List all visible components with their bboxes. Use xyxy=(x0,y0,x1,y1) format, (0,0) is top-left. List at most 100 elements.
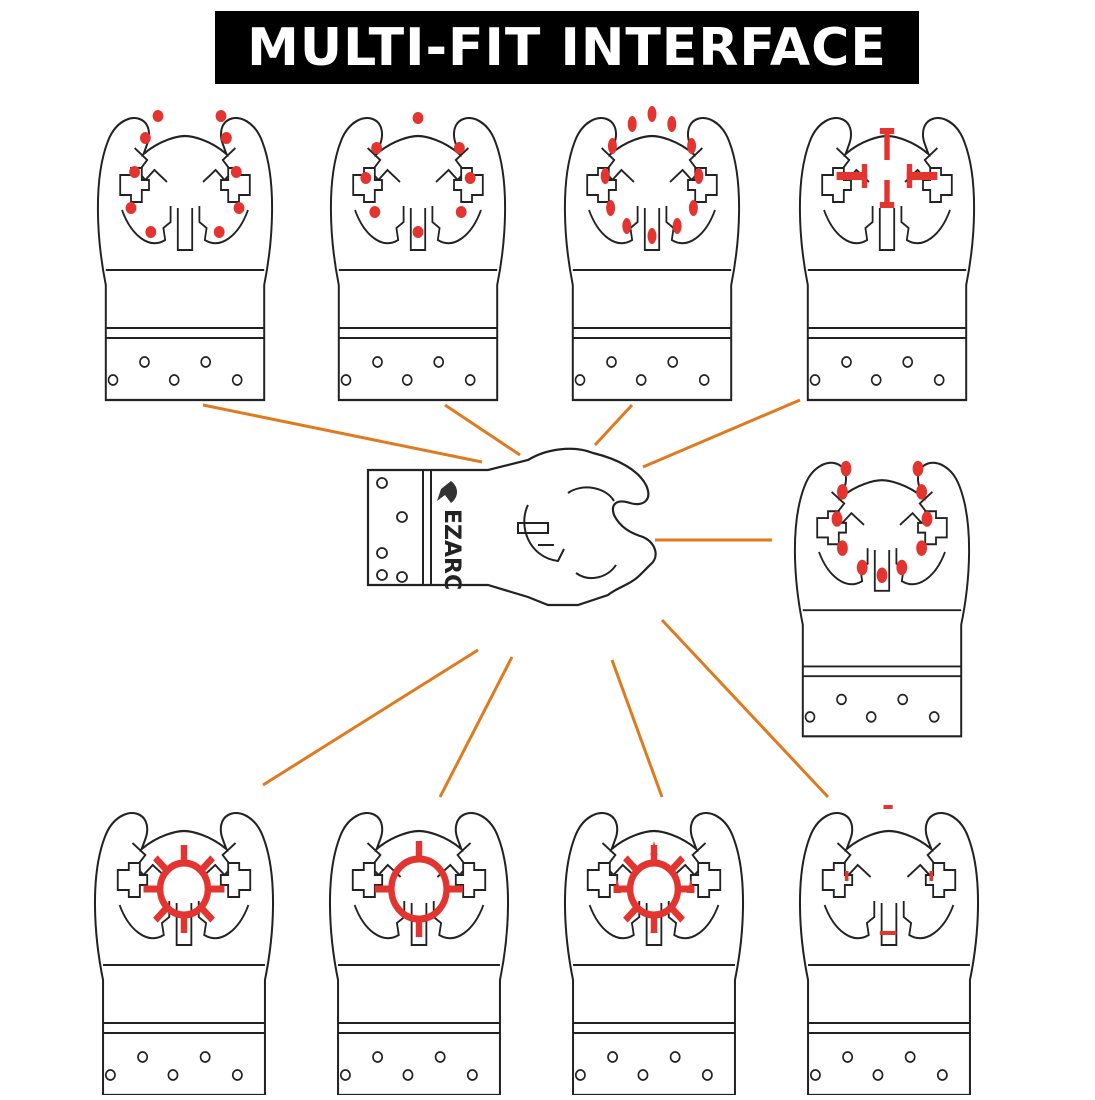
contact-dot xyxy=(140,132,151,144)
title-banner: MULTI-FIT INTERFACE xyxy=(215,11,919,84)
brand-logo-icon xyxy=(437,481,457,503)
mount-pattern xyxy=(844,805,934,935)
contact-bar xyxy=(844,871,849,881)
contact-dot xyxy=(687,138,697,154)
contact-bar xyxy=(884,128,890,160)
blade-right xyxy=(793,460,971,738)
connector-line xyxy=(660,618,830,799)
contact-dot xyxy=(464,172,476,184)
contact-dot xyxy=(454,142,465,154)
blade-top-1 xyxy=(96,110,274,402)
contact-dot xyxy=(412,112,424,124)
contact-dot xyxy=(837,484,848,500)
blade-bottom-1 xyxy=(93,811,275,1097)
blade-bottom-4 xyxy=(798,805,980,1097)
contact-dot xyxy=(125,202,137,214)
drive-spoke xyxy=(153,855,170,874)
mount-hole xyxy=(396,571,408,583)
mount-pattern xyxy=(374,841,464,937)
contact-dot xyxy=(606,200,616,216)
page-title: MULTI-FIT INTERFACE xyxy=(247,17,887,78)
brand-logo: EZARC xyxy=(437,481,464,590)
contact-dot xyxy=(672,218,682,234)
blade-outline xyxy=(563,116,741,402)
mount-hole xyxy=(376,569,388,581)
blade-outline xyxy=(793,461,971,738)
contact-dot xyxy=(152,110,164,122)
blade-top-2 xyxy=(329,112,507,402)
drive-spike xyxy=(687,879,695,893)
contact-dot xyxy=(876,567,888,584)
contact-dot xyxy=(921,511,933,527)
drive-spoke xyxy=(153,904,170,923)
drive-spoke xyxy=(623,855,640,874)
contact-dot xyxy=(233,202,245,214)
mount-pattern xyxy=(125,110,245,238)
blade-outline xyxy=(96,116,274,402)
contact-dot xyxy=(667,116,677,132)
contact-bar xyxy=(906,172,938,180)
blade-bottom-2 xyxy=(328,811,510,1097)
contact-dot xyxy=(627,116,637,132)
contact-dot xyxy=(837,540,848,556)
blade-outline xyxy=(798,116,976,402)
drive-spike xyxy=(650,841,658,855)
connector-line xyxy=(202,403,483,464)
contact-dot xyxy=(622,218,632,234)
contact-bar xyxy=(879,931,897,935)
contact-dot xyxy=(369,206,381,218)
contact-dot xyxy=(896,559,908,576)
contact-dot xyxy=(694,168,704,184)
center-blade: EZARC xyxy=(366,447,657,607)
contact-dot xyxy=(916,540,927,556)
contact-bar xyxy=(861,164,868,188)
drive-spoke xyxy=(623,904,640,923)
mount-pattern xyxy=(360,112,476,238)
mount-pattern xyxy=(613,841,695,933)
mount-hole xyxy=(396,511,408,523)
contact-dot xyxy=(412,226,424,238)
mount-hole xyxy=(376,547,388,559)
contact-dot xyxy=(129,166,140,178)
contact-dot xyxy=(600,168,610,184)
contact-dot xyxy=(856,559,868,576)
blade-top-3 xyxy=(563,106,741,402)
connector-line xyxy=(593,403,634,447)
contact-dot xyxy=(840,460,852,477)
connector-line xyxy=(642,398,801,469)
drive-spoke xyxy=(198,904,215,923)
contact-dot xyxy=(607,138,617,154)
center-hub-cutout xyxy=(567,486,617,580)
contact-bar xyxy=(883,805,893,809)
drive-spike xyxy=(650,919,658,933)
contact-dot xyxy=(455,206,467,218)
connector-line xyxy=(262,648,479,787)
contact-dot xyxy=(230,166,242,178)
drive-spoke xyxy=(198,855,215,874)
contact-dot xyxy=(647,106,657,122)
drive-spike xyxy=(613,879,621,893)
blade-top-4 xyxy=(798,116,976,402)
mount-hole xyxy=(376,477,388,489)
brand-logo-text: EZARC xyxy=(439,509,464,590)
center-hub-cutout xyxy=(517,504,565,563)
mount-pattern xyxy=(143,845,225,933)
blade-outline xyxy=(329,116,507,402)
contact-dot xyxy=(213,226,225,238)
contact-bar xyxy=(836,172,868,180)
blade-outline xyxy=(798,811,980,1097)
mount-pattern xyxy=(831,460,933,584)
contact-dot xyxy=(647,228,657,244)
contact-bar xyxy=(884,180,890,208)
contact-bar xyxy=(929,871,934,881)
drive-spoke xyxy=(668,855,685,874)
contact-dot xyxy=(912,460,924,477)
contact-dot xyxy=(688,200,698,216)
contact-dot xyxy=(215,110,227,122)
mount-pattern xyxy=(600,106,704,244)
contact-dot xyxy=(360,172,372,184)
contact-dot xyxy=(831,511,843,527)
drive-spoke xyxy=(668,904,685,923)
